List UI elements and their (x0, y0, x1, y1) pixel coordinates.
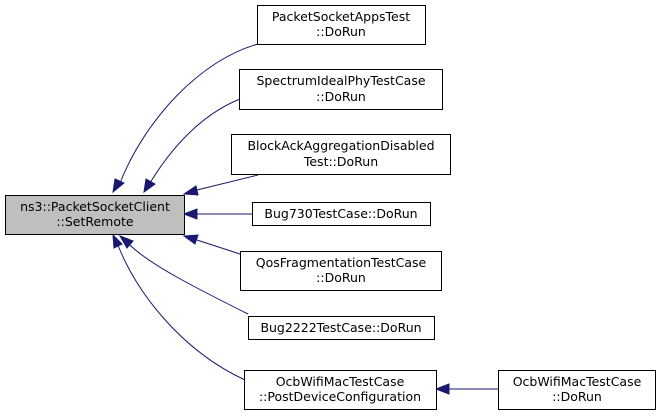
edge-arrowhead (182, 208, 198, 220)
node-label-line2: ::DoRun (316, 24, 366, 39)
node-box (252, 202, 431, 226)
edge-blockackaggregation-to-root (196, 174, 259, 191)
node-box (257, 5, 426, 45)
node-box (240, 251, 442, 291)
edge-bug2222-to-root (129, 244, 249, 315)
edge-arrowhead (112, 233, 123, 249)
node-label-line2: ::SetRemote (56, 214, 133, 229)
node-ocbwifimactestcase-dorun[interactable]: OcbWifiMacTestCase ::DoRun (498, 370, 656, 410)
node-label-line2: ::PostDeviceConfiguration (259, 389, 421, 404)
edge-arrowhead (112, 178, 125, 194)
node-label-line1: ns3::PacketSocketClient (20, 199, 170, 214)
node-label-line1: SpectrumIdealPhyTestCase (256, 73, 425, 88)
edge-spectrumidealphy-to-root (149, 98, 241, 184)
edge-arrowhead (143, 178, 156, 194)
node-label-line1: OcbWifiMacTestCase (513, 374, 642, 389)
edge-arrowhead (182, 234, 199, 245)
node-bug730testcase-dorun[interactable]: Bug730TestCase::DoRun (252, 202, 431, 226)
node-ocbwifimactestcase-postdeviceconfiguration[interactable]: OcbWifiMacTestCase ::PostDeviceConfigura… (244, 370, 437, 410)
edge-packetsocketappstest-to-root (119, 43, 259, 184)
node-label-line2: ::DoRun (552, 389, 602, 404)
node-packetsocketclient-setremote[interactable]: ns3::PacketSocketClient ::SetRemote (5, 195, 185, 235)
node-box (248, 316, 435, 340)
node-bug2222testcase-dorun[interactable]: Bug2222TestCase::DoRun (248, 316, 435, 340)
node-box (244, 370, 437, 410)
edge-arrowhead (434, 383, 450, 395)
node-label-line2: Test::DoRun (303, 154, 378, 169)
node-label-line1: PacketSocketAppsTest (272, 9, 410, 24)
node-label-line1: BlockAckAggregationDisabled (247, 138, 434, 153)
graph-edges (112, 43, 498, 395)
node-label-line1: Bug730TestCase::DoRun (264, 206, 417, 221)
edge-qosfragmentation-to-root (196, 239, 241, 255)
node-label-line1: OcbWifiMacTestCase (276, 374, 405, 389)
node-label-line2: ::DoRun (316, 270, 366, 285)
node-packetsocketappstest-dorun[interactable]: PacketSocketAppsTest ::DoRun (257, 5, 426, 45)
edge-arrowhead (118, 235, 134, 249)
node-spectrumidealphytestcase-dorun[interactable]: SpectrumIdealPhyTestCase ::DoRun (239, 69, 443, 110)
node-blockackaggregationdisabledtest-dorun[interactable]: BlockAckAggregationDisabled Test::DoRun (231, 134, 451, 175)
node-label-line1: Bug2222TestCase::DoRun (260, 320, 421, 335)
node-box (231, 134, 451, 175)
node-qosfragmentationtestcase-dorun[interactable]: QosFragmentationTestCase ::DoRun (240, 251, 442, 291)
node-box (239, 69, 443, 110)
node-box (5, 195, 185, 235)
node-label-line1: QosFragmentationTestCase (256, 255, 427, 270)
node-label-line2: ::DoRun (316, 89, 366, 104)
edge-ocbpostdevice-to-root (117, 244, 246, 381)
edge-arrowhead (182, 185, 199, 196)
node-box (498, 370, 656, 410)
